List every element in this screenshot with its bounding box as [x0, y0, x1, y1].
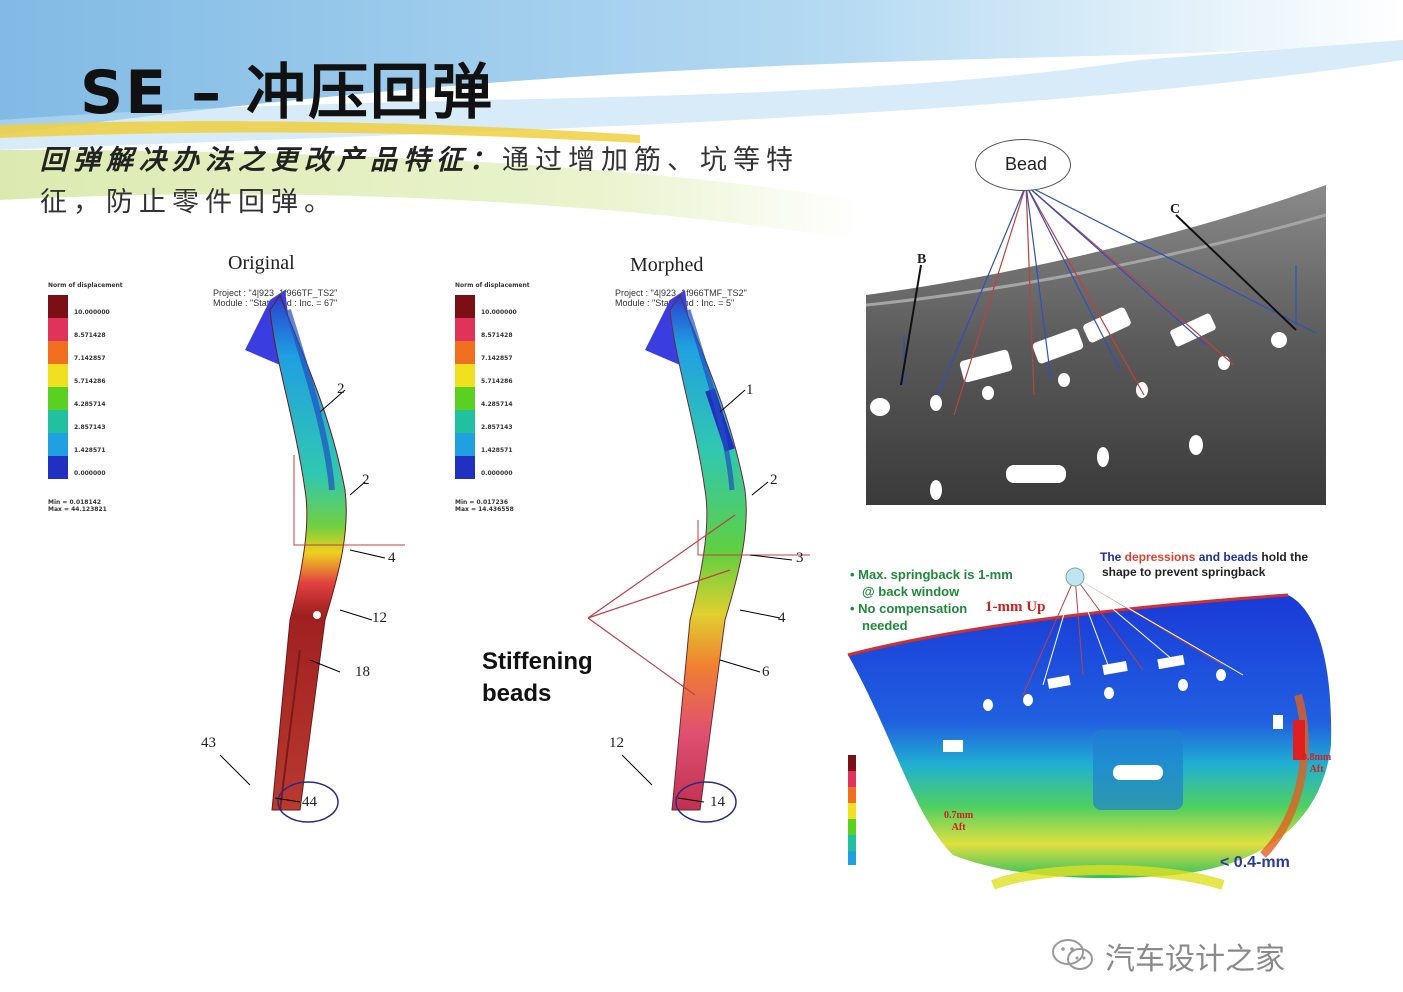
- legend-value: 7.142857: [481, 355, 513, 362]
- legend-value: 5.714286: [74, 378, 106, 385]
- legend-value: 10.000000: [481, 309, 517, 316]
- morphed-legend: Norm of displacement 10.000000 8.571428 …: [455, 282, 555, 513]
- original-callout: 44: [302, 794, 317, 810]
- legend-swatches: [48, 295, 68, 479]
- original-callout: 4: [388, 550, 396, 566]
- slide-subtitle: 回弹解决办法之更改产品特征：通过增加筋、坑等特征，防止零件回弹。: [40, 140, 840, 224]
- morphed-callout: 12: [609, 735, 624, 751]
- legend-max: Max = 14.436558: [455, 506, 514, 513]
- header-suffix: hold the: [1258, 550, 1309, 564]
- morphed-callout: 14: [710, 794, 725, 810]
- original-label: Original: [228, 252, 295, 274]
- morphed-label: Morphed: [630, 254, 704, 276]
- original-project: Project : "4|923_1f966TF_TS2": [213, 288, 338, 298]
- legend-value: 1.428571: [481, 447, 513, 454]
- label-b: B: [917, 252, 927, 267]
- header-depressions: depressions: [1124, 550, 1196, 564]
- left-value2: Aft: [951, 822, 966, 833]
- morphed-pillar-image: [587, 290, 810, 823]
- legend-value: 8.571428: [481, 332, 513, 339]
- springback-note: • Max. springback is 1-mm @ back window …: [850, 566, 1013, 634]
- legend-max: Max = 44.123821: [48, 506, 107, 513]
- subtitle-emphasis: 回弹解决办法之更改产品特征：: [40, 145, 502, 176]
- morphed-callout: 3: [796, 550, 804, 566]
- legend-value: 8.571428: [74, 332, 106, 339]
- right-aft-value: 0.8mm Aft: [1302, 752, 1331, 776]
- original-legend: Norm of displacement 10.000000 8.571428 …: [48, 282, 148, 513]
- original-callout: 12: [372, 610, 387, 626]
- label-c: C: [1170, 202, 1181, 217]
- original-callout: 43: [201, 735, 216, 751]
- stiffening-line1: Stiffening: [482, 648, 593, 675]
- legend-title: Norm of displacement: [455, 282, 530, 289]
- left-value: 0.7mm: [944, 810, 974, 821]
- legend-value: 10.000000: [74, 309, 110, 316]
- note-line2: @ back window: [862, 584, 960, 599]
- wechat-icon: [1052, 939, 1093, 970]
- right-value2: Aft: [1309, 764, 1324, 775]
- background-swoosh: [0, 0, 1403, 240]
- bottom-value: < 0.4-mm: [1220, 854, 1290, 871]
- up-label: 1-mm Up: [985, 599, 1046, 615]
- header-prefix: The: [1100, 550, 1125, 564]
- bead-label: Bead: [1005, 154, 1048, 174]
- morphed-callout: 6: [762, 664, 770, 680]
- legend-value: 0.000000: [74, 470, 106, 477]
- legend-value: 0.000000: [481, 470, 513, 477]
- left-aft-value: 0.7mm Aft: [944, 810, 973, 834]
- legend-value: 2.857143: [481, 424, 513, 431]
- legend-title: Norm of displacement: [48, 282, 123, 289]
- bead-panel-image: [866, 185, 1326, 505]
- watermark-text: 汽车设计之家: [1105, 942, 1285, 977]
- morphed-callout: 4: [778, 610, 786, 626]
- legend-min: Min = 0.018142: [48, 499, 102, 506]
- legend-swatches: [455, 295, 475, 479]
- note-line4: needed: [862, 618, 908, 633]
- original-callout: 2: [337, 381, 345, 397]
- trunk-legend: [848, 755, 856, 865]
- stiffening-line2: beads: [482, 680, 552, 707]
- morphed-callout: 1: [746, 382, 754, 398]
- original-callout: 2: [362, 472, 370, 488]
- note-line1: • Max. springback is 1-mm: [850, 567, 1013, 582]
- stiffening-beads-label: Stiffening beads: [482, 646, 593, 710]
- trunk-lid-image: [847, 567, 1332, 890]
- right-value: 0.8mm: [1302, 752, 1332, 763]
- note-line3: • No compensation: [850, 601, 968, 616]
- bead-callout-bubble: [975, 139, 1071, 191]
- subtitle-text: 通过增加筋、坑等特征，防止零件回弹。: [40, 145, 799, 218]
- legend-value: 1.428571: [74, 447, 106, 454]
- legend-min: Min = 0.017236: [455, 499, 509, 506]
- legend-value: 4.285714: [74, 401, 106, 408]
- legend-value: 5.714286: [481, 378, 513, 385]
- depressions-header: The depressions and beads hold the shape…: [1100, 550, 1308, 580]
- legend-value: 2.857143: [74, 424, 106, 431]
- slide-title: SE – 冲压回弹: [80, 58, 494, 128]
- morphed-callout: 2: [770, 472, 778, 488]
- legend-value: 7.142857: [74, 355, 106, 362]
- original-pillar-image: [219, 290, 405, 823]
- header-beads: beads: [1223, 550, 1259, 564]
- header-and: and: [1195, 550, 1224, 564]
- legend-value: 4.285714: [481, 401, 513, 408]
- original-callout: 18: [355, 664, 370, 680]
- header-line2: shape to prevent springback: [1102, 565, 1266, 579]
